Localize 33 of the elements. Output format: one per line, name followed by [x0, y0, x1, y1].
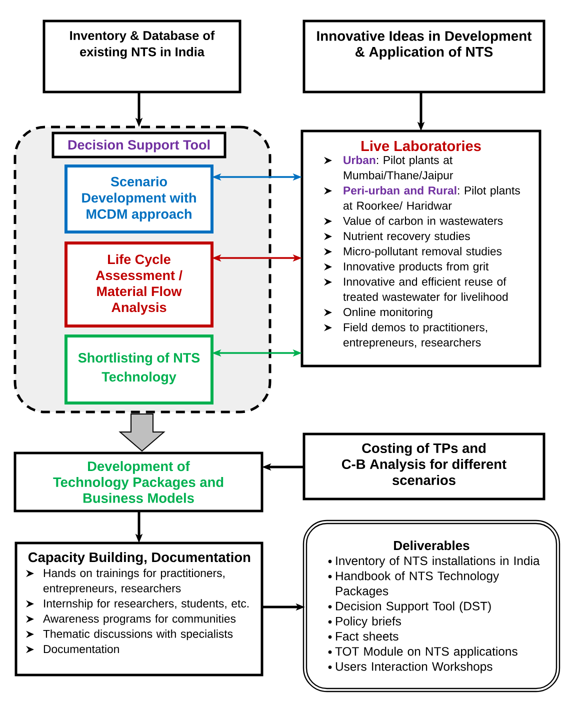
list-item: TOT Module on NTS applications	[335, 646, 518, 658]
info-box: Costing of TPs and C-B Analysis for different scenarios	[302, 432, 546, 500]
list-item: Nutrient recovery studies	[344, 232, 470, 242]
panel-heading: Live Laboratories	[362, 140, 481, 152]
list-item: Micro-pollutant removal studies	[344, 246, 502, 258]
list-item: Policy briefs	[336, 616, 401, 628]
list-item: Innovative products from grit	[344, 262, 489, 273]
info-box: Inventory & Database of existing NTS in India	[42, 20, 242, 94]
list-item: Inventory of NTS installations in India	[336, 556, 540, 568]
list-item: Innovative and efficient reuse of treated wastewater for livelihood	[343, 277, 508, 301]
list-item: Value of carbon in wastewaters	[343, 216, 503, 225]
panel-heading: Capacity Building, Documentation	[28, 552, 250, 565]
info-box: Innovative Ideas in Development & Application of NTS	[302, 20, 546, 94]
list-item: Fact sheets	[336, 632, 398, 641]
list-item: Urban: Pilot plants at Mumbai/Thane/Jaipur	[344, 156, 454, 182]
list-item: Hands on trainings for practitioners, entrepreneurs, researchers	[43, 568, 224, 595]
process-box: Development of Technology Packages and Business Models	[14, 452, 264, 512]
list-item: Field demos to practitioners, entrepreneurs, researchers	[343, 322, 488, 349]
list-item: Documentation	[44, 644, 119, 654]
list-item: Decision Support Tool (DST)	[336, 601, 491, 613]
list-item: Users Interaction Workshops	[336, 662, 492, 674]
list-item: Handbook of NTS Technology Packages	[336, 571, 500, 598]
module-box: Life Cycle Assessment / Material Flow Analysis	[64, 242, 214, 328]
list-item: Awareness programs for communities	[43, 614, 236, 625]
list-item: Online monitoring	[344, 308, 432, 318]
panel-heading: Deliverables	[394, 540, 470, 550]
block-arrow	[118, 414, 166, 452]
list-item: Internship for researchers, students, etc.	[44, 599, 248, 610]
module-box: Scenario Development with MCDM approach	[64, 164, 214, 234]
list-item: Peri-urban and Rural: Pilot plants at Roorkee/ Haridwar	[343, 186, 520, 210]
title-box: Decision Support Tool	[52, 132, 226, 158]
module-box: Shortlisting of NTS Technology	[64, 334, 214, 404]
list-item: Thematic discussions with specialists	[43, 630, 233, 640]
